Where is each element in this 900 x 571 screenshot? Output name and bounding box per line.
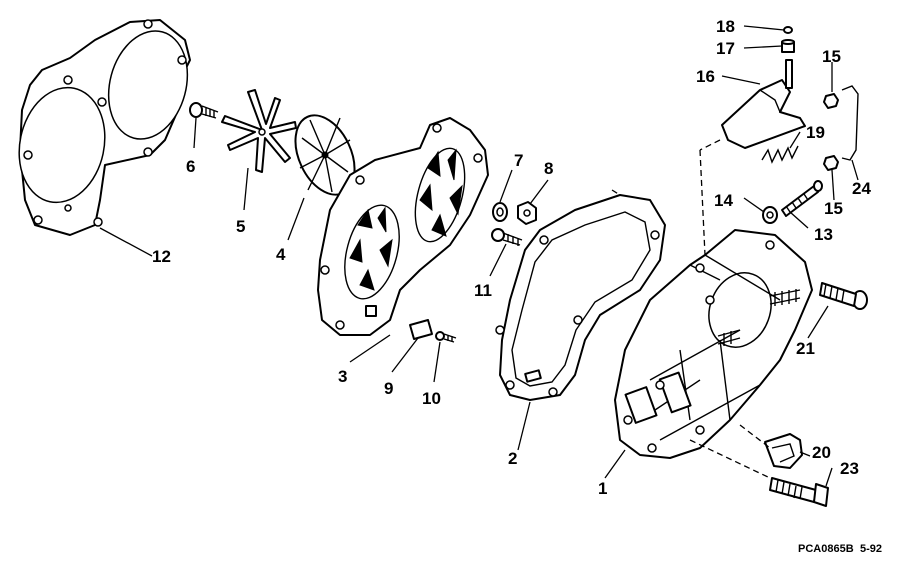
callout-2: 2 <box>508 449 517 468</box>
spacer-17 <box>781 39 795 53</box>
callout-20: 20 <box>812 443 831 462</box>
screw-10 <box>435 331 457 343</box>
callout-18: 18 <box>716 17 735 36</box>
assembly-lines <box>611 139 771 479</box>
callout-3: 3 <box>338 367 347 386</box>
page-number: 5-92 <box>860 543 882 555</box>
gasket-2 <box>495 194 666 401</box>
callout-24: 24 <box>852 179 871 198</box>
spring-19 <box>761 145 799 164</box>
callout-12: 12 <box>152 247 171 266</box>
diaphragm-4 <box>294 114 356 196</box>
callout-15-upper: 15 <box>822 47 841 66</box>
screw-11 <box>491 228 523 246</box>
callout-23: 23 <box>840 459 859 478</box>
callout-17: 17 <box>716 39 735 58</box>
callout-1: 1 <box>598 479 607 498</box>
callout-7: 7 <box>514 151 523 170</box>
callout-15-lower: 15 <box>824 199 843 218</box>
valve-5 <box>221 89 297 173</box>
callout-5: 5 <box>236 217 245 236</box>
screw-13 <box>781 180 823 217</box>
washer-7 <box>492 202 508 222</box>
nut-8 <box>517 201 537 225</box>
nut-15-upper <box>823 93 839 109</box>
figure-code: PCA0865B <box>798 543 854 555</box>
bolt-23 <box>769 477 829 507</box>
callout-21: 21 <box>796 339 815 358</box>
nut-15-lower <box>823 155 839 171</box>
callout-14: 14 <box>714 191 733 210</box>
callout-4: 4 <box>276 245 286 264</box>
callout-labels: 12 6 5 4 3 9 10 2 7 8 11 1 21 20 23 14 1… <box>152 17 871 498</box>
pump-body-1 <box>614 229 813 459</box>
callout-16: 16 <box>696 67 715 86</box>
lever-16 <box>721 59 806 149</box>
bolt-21 <box>819 282 868 310</box>
callout-11: 11 <box>474 281 492 300</box>
screw-6 <box>189 102 219 119</box>
clip-18 <box>783 26 793 34</box>
callout-9: 9 <box>384 379 393 398</box>
clamp-20 <box>764 433 803 469</box>
pump-cover-3 <box>317 117 489 336</box>
callout-8: 8 <box>544 159 553 178</box>
gasket-12 <box>18 19 191 236</box>
rod-24 <box>841 85 859 161</box>
callout-6: 6 <box>186 157 195 176</box>
callout-13: 13 <box>814 225 833 244</box>
callout-10: 10 <box>422 389 441 408</box>
pin-9 <box>409 319 433 340</box>
leader-lines <box>99 25 859 487</box>
callout-19: 19 <box>806 123 825 142</box>
bushing-14 <box>762 206 778 224</box>
